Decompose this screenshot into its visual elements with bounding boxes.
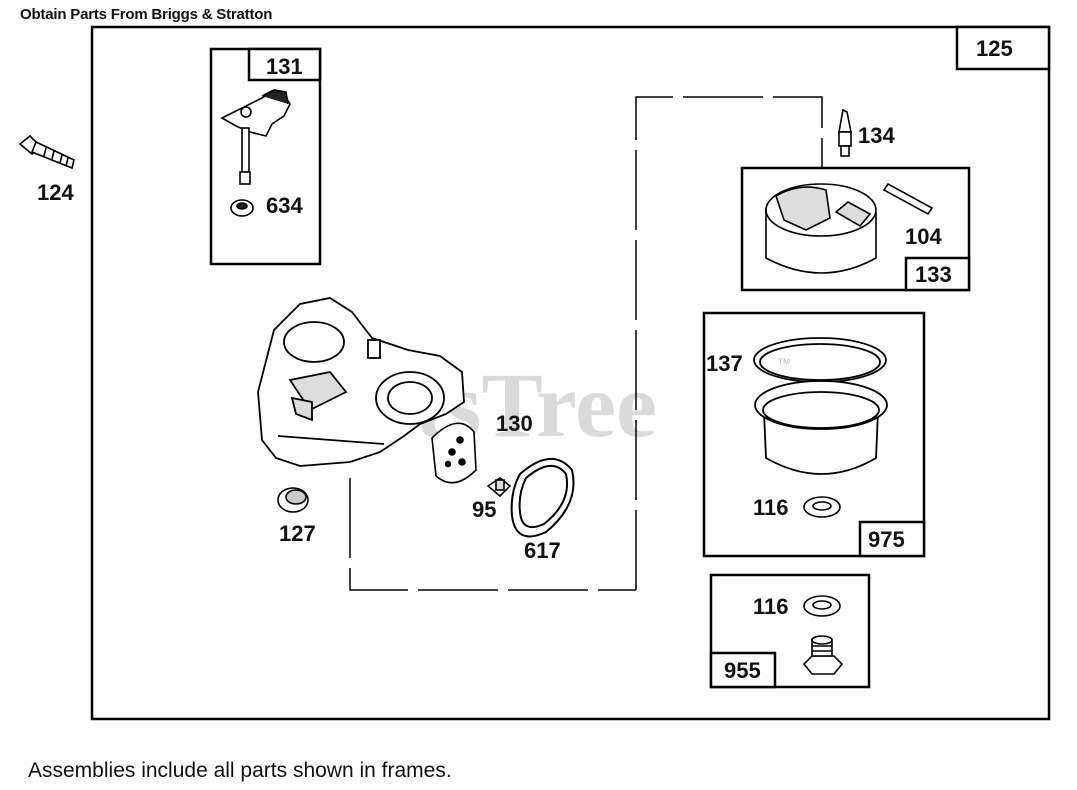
choke-shaft-frame-label-box xyxy=(247,47,322,82)
screw-part[interactable] xyxy=(18,134,75,170)
label-116-bowl[interactable]: 116 xyxy=(753,495,789,520)
fuel-bowl-frame-label[interactable]: 975 xyxy=(868,527,905,552)
bowl-washer-116[interactable] xyxy=(803,496,841,518)
seal-634[interactable] xyxy=(230,199,254,217)
diaphragm-plate-part[interactable] xyxy=(431,422,477,484)
label-134[interactable]: 134 xyxy=(858,123,895,148)
fuel-bowl-frame-label-box xyxy=(858,520,926,558)
o-ring-part[interactable] xyxy=(510,457,575,538)
choke-shaft-part[interactable] xyxy=(220,89,291,185)
inlet-needle-part[interactable] xyxy=(838,108,852,157)
label-634[interactable]: 634 xyxy=(266,193,303,218)
label-104[interactable]: 104 xyxy=(905,224,942,249)
jet-part[interactable] xyxy=(486,477,512,498)
bowl-gasket-part[interactable] xyxy=(753,337,887,383)
choke-shaft-frame-label[interactable]: 131 xyxy=(266,54,303,79)
drain-frame-label[interactable]: 955 xyxy=(724,658,761,683)
label-130[interactable]: 130 xyxy=(496,411,533,436)
label-124[interactable]: 124 xyxy=(37,180,74,205)
drain-frame-label-box xyxy=(709,651,777,689)
main-frame-label[interactable]: 125 xyxy=(976,36,1013,61)
drain-screw-part[interactable] xyxy=(802,635,844,675)
carburetor-body[interactable] xyxy=(257,297,465,467)
main-frame xyxy=(90,25,1051,721)
hinge-pin-part[interactable] xyxy=(882,182,934,216)
fuel-bowl-frame xyxy=(702,311,926,558)
float-part[interactable] xyxy=(765,183,877,274)
label-127[interactable]: 127 xyxy=(279,521,316,546)
main-frame-label-box xyxy=(955,25,1051,71)
label-137[interactable]: 137 xyxy=(706,351,743,376)
watermark-trademark: ™ xyxy=(777,355,791,371)
source-note: Obtain Parts From Briggs & Stratton xyxy=(20,6,273,23)
label-116-drain[interactable]: 116 xyxy=(753,594,789,619)
welch-plug-part[interactable] xyxy=(277,487,309,513)
label-95[interactable]: 95 xyxy=(472,497,496,522)
connector-lines xyxy=(349,96,823,591)
label-617[interactable]: 617 xyxy=(524,538,561,563)
float-frame xyxy=(740,166,971,292)
float-frame-label[interactable]: 133 xyxy=(915,262,952,287)
assembly-note: Assemblies include all parts shown in fr… xyxy=(28,759,452,782)
drain-washer-116[interactable] xyxy=(803,595,841,617)
drain-frame xyxy=(709,573,871,689)
float-frame-label-box xyxy=(904,256,971,292)
fuel-bowl-part[interactable] xyxy=(754,380,888,475)
